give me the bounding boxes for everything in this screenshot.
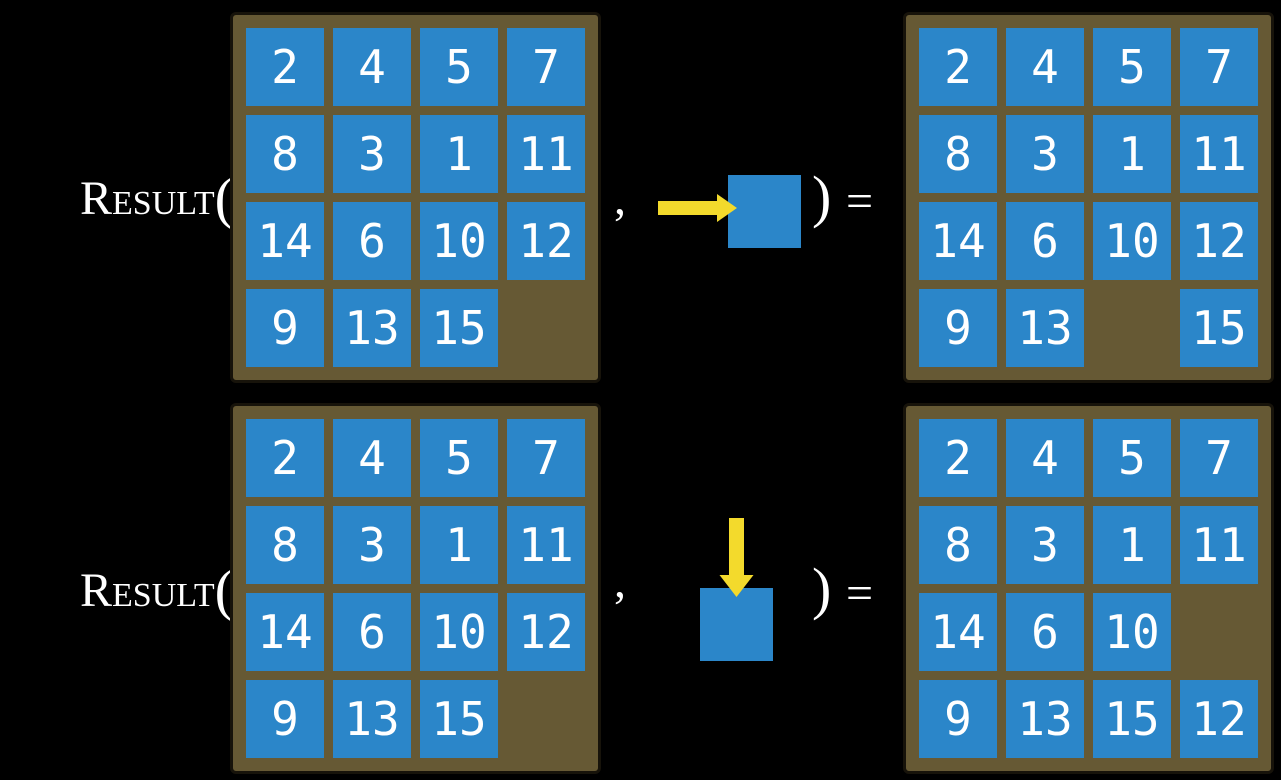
- tile-15: 15: [1180, 289, 1258, 367]
- tile-5: 5: [420, 419, 498, 497]
- function-label-row1: Result(: [0, 169, 234, 227]
- tile-9: 9: [919, 289, 997, 367]
- tile-14: 14: [246, 202, 324, 280]
- tile-1: 1: [420, 506, 498, 584]
- tile-15: 15: [420, 680, 498, 758]
- arrow-right-icon: [658, 194, 737, 222]
- tile-11: 11: [507, 506, 585, 584]
- equals-sign: =: [846, 567, 874, 620]
- tile-8: 8: [246, 506, 324, 584]
- tile-11: 11: [507, 115, 585, 193]
- tile-8: 8: [919, 506, 997, 584]
- tile-2: 2: [919, 419, 997, 497]
- tile-6: 6: [1006, 593, 1084, 671]
- function-name: Result: [80, 564, 215, 617]
- tile-8: 8: [919, 115, 997, 193]
- tile-7: 7: [507, 28, 585, 106]
- tile-13: 13: [333, 680, 411, 758]
- tile-13: 13: [1006, 680, 1084, 758]
- tile-5: 5: [420, 28, 498, 106]
- tile-3: 3: [1006, 115, 1084, 193]
- function-name: Result: [80, 172, 215, 225]
- blank-cell: [1093, 289, 1171, 367]
- function-label-row2: Result(: [0, 561, 234, 619]
- tile-3: 3: [333, 115, 411, 193]
- close-paren: ): [812, 164, 832, 229]
- tile-2: 2: [246, 28, 324, 106]
- tile-6: 6: [333, 593, 411, 671]
- tile-10: 10: [1093, 202, 1171, 280]
- tile-12: 12: [1180, 680, 1258, 758]
- tile-3: 3: [1006, 506, 1084, 584]
- tile-15: 15: [420, 289, 498, 367]
- tile-4: 4: [333, 28, 411, 106]
- blank-cell: [1180, 593, 1258, 671]
- tile-10: 10: [1093, 593, 1171, 671]
- tile-12: 12: [507, 202, 585, 280]
- tile-1: 1: [420, 115, 498, 193]
- equals-sign: =: [846, 175, 874, 228]
- tile-5: 5: [1093, 28, 1171, 106]
- close-paren: ): [812, 556, 832, 621]
- tile-10: 10: [420, 593, 498, 671]
- tile-7: 7: [507, 419, 585, 497]
- tile-3: 3: [333, 506, 411, 584]
- tile-11: 11: [1180, 115, 1258, 193]
- tile-6: 6: [1006, 202, 1084, 280]
- tile-9: 9: [919, 680, 997, 758]
- tile-10: 10: [420, 202, 498, 280]
- tile-6: 6: [333, 202, 411, 280]
- tile-13: 13: [1006, 289, 1084, 367]
- tile-9: 9: [246, 680, 324, 758]
- tile-4: 4: [333, 419, 411, 497]
- tile-14: 14: [919, 593, 997, 671]
- tile-2: 2: [246, 419, 324, 497]
- open-paren: (: [214, 557, 234, 623]
- tile-1: 1: [1093, 115, 1171, 193]
- tile-4: 4: [1006, 28, 1084, 106]
- tile-7: 7: [1180, 419, 1258, 497]
- tile-5: 5: [1093, 419, 1171, 497]
- tile-14: 14: [246, 593, 324, 671]
- moved-tile-square: [700, 588, 773, 661]
- tile-4: 4: [1006, 419, 1084, 497]
- blank-cell: [507, 289, 585, 367]
- arrow-down-icon: [719, 518, 754, 597]
- comma-separator: ,: [614, 555, 626, 608]
- action-slide-down: [700, 518, 773, 661]
- tile-1: 1: [1093, 506, 1171, 584]
- tile-12: 12: [507, 593, 585, 671]
- tile-2: 2: [919, 28, 997, 106]
- tile-12: 12: [1180, 202, 1258, 280]
- tile-15: 15: [1093, 680, 1171, 758]
- tile-13: 13: [333, 289, 411, 367]
- tile-9: 9: [246, 289, 324, 367]
- blank-cell: [507, 680, 585, 758]
- tile-8: 8: [246, 115, 324, 193]
- action-slide-right: [658, 175, 801, 248]
- open-paren: (: [214, 165, 234, 231]
- tile-11: 11: [1180, 506, 1258, 584]
- tile-14: 14: [919, 202, 997, 280]
- moved-tile-square: [728, 175, 801, 248]
- comma-separator: ,: [614, 172, 626, 225]
- tile-7: 7: [1180, 28, 1258, 106]
